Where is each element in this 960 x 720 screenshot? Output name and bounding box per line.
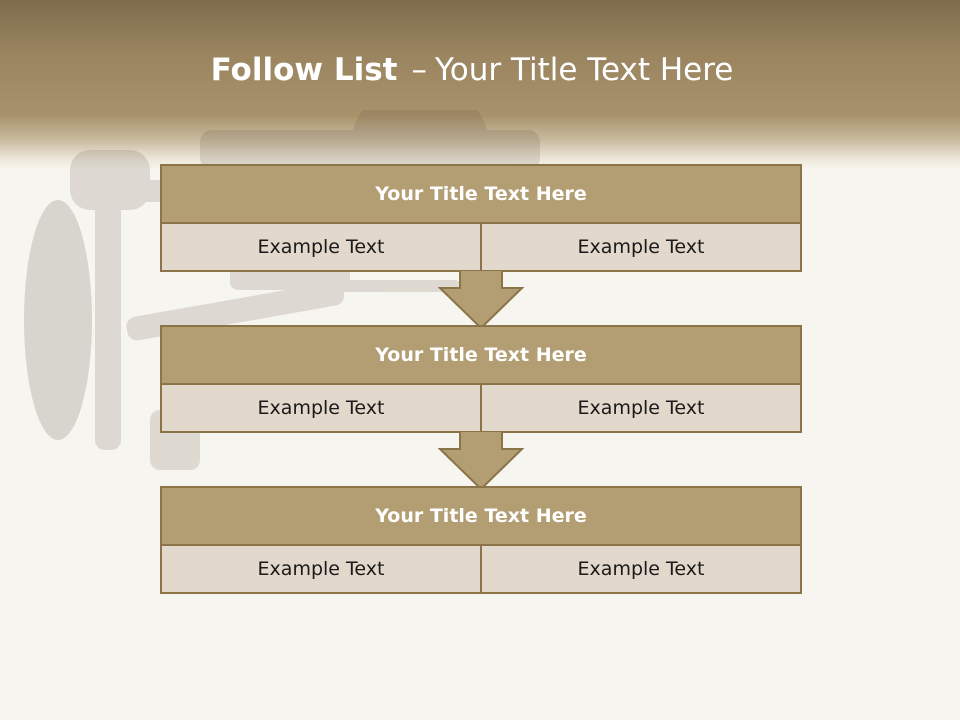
step-cell-right: Example Text <box>577 397 705 419</box>
page-title: Follow List–Your Title Text Here <box>0 52 944 88</box>
title-dash: – <box>411 52 427 88</box>
step-title: Your Title Text Here <box>162 166 800 224</box>
step-cell-left: Example Text <box>162 224 482 270</box>
background-illustration <box>24 110 540 470</box>
step-block-2: Your Title Text Here Example Text Exampl… <box>160 325 802 433</box>
step-title: Your Title Text Here <box>162 327 800 385</box>
title-rest: Your Title Text Here <box>434 52 734 88</box>
header-band <box>0 0 960 170</box>
step-cell-left: Example Text <box>162 385 482 431</box>
step-title: Your Title Text Here <box>162 488 800 546</box>
step-cell-right: Example Text <box>577 236 705 258</box>
down-arrow-icon <box>438 431 524 491</box>
down-arrow-icon <box>438 270 524 330</box>
step-cell-right: Example Text <box>577 558 705 580</box>
step-block-1: Your Title Text Here Example Text Exampl… <box>160 164 802 272</box>
step-cell-left: Example Text <box>162 546 482 592</box>
title-bold: Follow List <box>210 52 398 88</box>
step-block-3: Your Title Text Here Example Text Exampl… <box>160 486 802 594</box>
